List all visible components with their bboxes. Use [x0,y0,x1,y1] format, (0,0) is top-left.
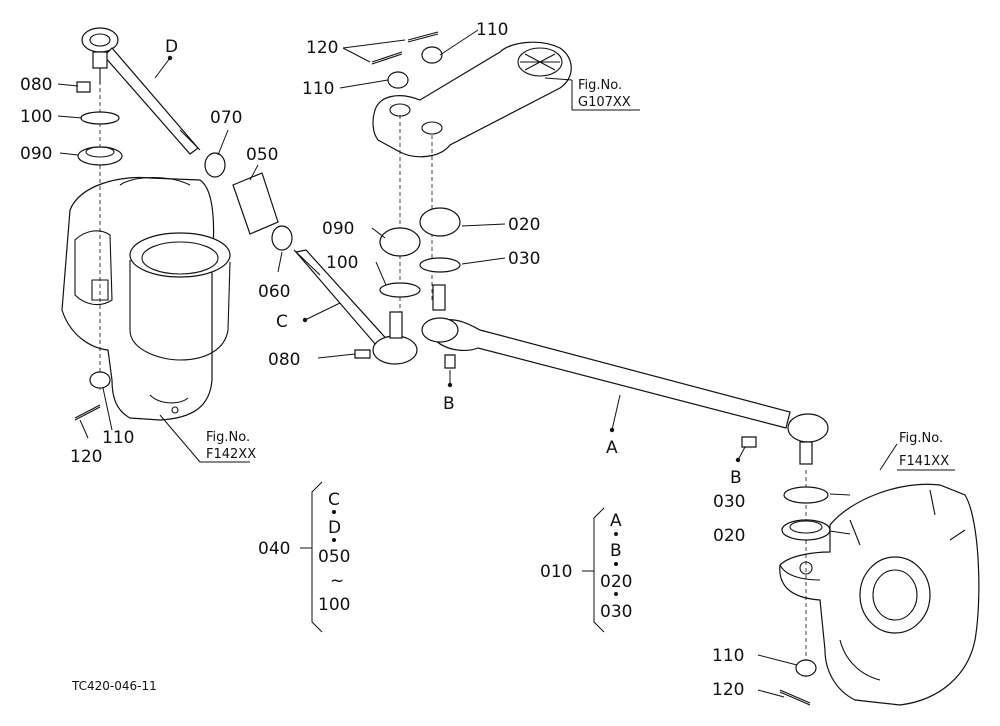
label-letter-a: A [606,438,618,458]
label-060: 060 [258,282,290,302]
label-110-top-right: 110 [476,20,508,40]
group-040-item-5: 100 [318,595,350,615]
label-100-left: 100 [20,107,52,127]
right-knuckle-housing [779,483,980,706]
label-030-right: 030 [713,492,745,512]
tie-rod-d [81,27,201,155]
label-fig-f141-code: F141XX [899,454,949,469]
label-fig-g107: Fig.No. [578,78,622,93]
tie-rod-a [421,284,829,465]
leader-lines [57,29,955,698]
assembly-group-040: 040 C D 050 ~ 100 [258,481,350,633]
footer-code: TC420-046-11 [71,679,157,693]
label-fig-f142: Fig.No. [206,430,250,445]
group-010-item-4: 030 [600,602,632,622]
tie-rod-c [293,249,418,365]
label-fig-f141: Fig.No. [899,431,943,446]
group-040-number: 040 [258,539,290,559]
label-letter-c: C [276,312,288,332]
label-fig-g107-code: G107XX [578,95,631,110]
label-letter-b-mid: B [443,394,455,414]
label-110-top-left: 110 [302,79,334,99]
label-letter-b-right: B [730,468,742,488]
small-parts [74,31,831,706]
label-120-left-low: 120 [70,447,102,467]
pitman-arm [372,41,572,158]
label-120-top: 120 [306,38,338,58]
group-010-item-3: 020 [600,572,632,592]
left-knuckle-housing [61,176,231,421]
group-040-item-3: 050 [318,547,350,567]
label-090-mid: 090 [322,219,354,239]
label-020-right: 020 [713,526,745,546]
assembly-group-010: 010 A B 020 030 [540,507,632,633]
label-100-mid: 100 [326,253,358,273]
label-090-left: 090 [20,144,52,164]
label-050: 050 [246,145,278,165]
group-010-item-2: B [610,541,622,561]
part-labels: 120 110 110 Fig.No. G107XX 080 100 090 D… [20,20,949,700]
group-040-item-1: C [328,490,340,510]
group-040-item-2: D [328,518,341,538]
label-080-left: 080 [20,75,52,95]
label-fig-f142-code: F142XX [206,447,256,462]
label-030-mid: 030 [508,249,540,269]
label-letter-d: D [165,37,178,57]
group-010-item-1: A [610,511,622,531]
group-010-number: 010 [540,562,572,582]
label-080-mid: 080 [268,350,300,370]
label-120-right-low: 120 [712,680,744,700]
label-070: 070 [210,108,242,128]
label-110-left-low: 110 [102,428,134,448]
group-040-item-4: ~ [330,571,344,591]
label-020-mid: 020 [508,215,540,235]
label-110-right-low: 110 [712,646,744,666]
